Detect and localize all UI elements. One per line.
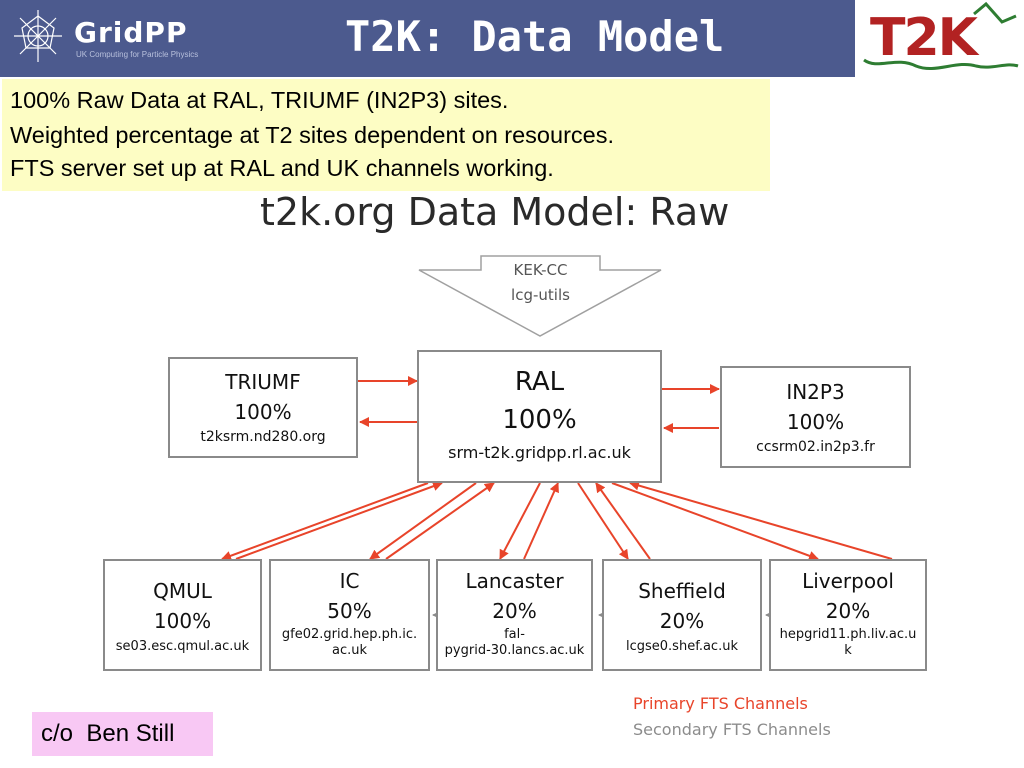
node-sheffield-name: Sheffield	[638, 579, 726, 603]
credit-box: c/o Ben Still	[32, 712, 213, 756]
legend-secondary: Secondary FTS Channels	[633, 720, 831, 739]
channel-qmul-to-ral	[235, 481, 443, 560]
node-liverpool-host-1: hepgrid11.ph.liv.ac.u	[779, 627, 917, 642]
header-bar: GridPP UK Computing for Particle Physics…	[0, 0, 855, 77]
node-triumf: TRIUMF 100% t2ksrm.nd280.org	[168, 357, 358, 458]
channel-ral-to-lancaster	[499, 482, 541, 560]
node-ic-percent: 50%	[327, 599, 372, 623]
source-arrow	[418, 255, 662, 337]
node-lancaster-name: Lancaster	[465, 569, 564, 593]
channel-sheffield-to-ral	[595, 482, 651, 560]
node-liverpool-percent: 20%	[825, 599, 871, 623]
node-lancaster-host-2: pygrid-30.lancs.ac.uk	[444, 643, 585, 658]
node-triumf-host: t2ksrm.nd280.org	[200, 429, 326, 445]
node-in2p3: IN2P3 100% ccsrm02.in2p3.fr	[720, 366, 911, 468]
node-liverpool-name: Liverpool	[802, 569, 894, 593]
node-sheffield: Sheffield 20% lcgse0.shef.ac.uk	[602, 559, 762, 671]
node-lancaster-percent: 20%	[492, 599, 537, 623]
gridpp-logo-tagline: UK Computing for Particle Physics	[76, 50, 199, 59]
note-line-1: 100% Raw Data at RAL, TRIUMF (IN2P3) sit…	[10, 87, 509, 113]
node-liverpool-host-2: k	[844, 643, 852, 658]
node-ral-percent: 100%	[502, 405, 577, 435]
node-in2p3-percent: 100%	[786, 410, 845, 434]
node-ic-name: IC	[339, 569, 360, 593]
node-lancaster-host-1: fal-	[504, 627, 525, 642]
legend-primary: Primary FTS Channels	[633, 694, 808, 713]
note-line-2: Weighted percentage at T2 sites dependen…	[10, 122, 615, 148]
gridpp-logo: GridPP UK Computing for Particle Physics	[10, 6, 240, 70]
channel-ral-to-liverpool	[611, 482, 819, 561]
node-sheffield-host: lcgse0.shef.ac.uk	[626, 639, 738, 654]
t2k-wave-icon	[863, 1, 1019, 71]
channel-lancaster-to-ral	[523, 482, 559, 560]
t2k-logo: T2K	[856, 0, 1024, 77]
node-in2p3-host: ccsrm02.in2p3.fr	[756, 439, 875, 455]
channel-liverpool-to-ral	[629, 480, 893, 560]
diagram-heading: t2k.org Data Model: Raw	[260, 190, 730, 234]
node-triumf-percent: 100%	[234, 400, 292, 424]
node-triumf-name: TRIUMF	[225, 370, 301, 394]
node-sheffield-percent: 20%	[659, 609, 705, 633]
node-qmul-name: QMUL	[153, 579, 212, 603]
node-lancaster: Lancaster 20% fal- pygrid-30.lancs.ac.uk	[436, 559, 593, 671]
node-liverpool: Liverpool 20% hepgrid11.ph.liv.ac.u k	[769, 559, 927, 671]
source-label: KEK-CC lcg-utils	[481, 258, 600, 308]
t2k-logo-text: T2K	[870, 8, 978, 68]
node-in2p3-name: IN2P3	[786, 380, 845, 404]
node-ic: IC 50% gfe02.grid.hep.ph.ic. ac.uk	[269, 559, 430, 671]
channel-ic-to-ral	[385, 482, 495, 560]
channel-ral-to-sheffield	[577, 482, 629, 560]
notes-box: 100% Raw Data at RAL, TRIUMF (IN2P3) sit…	[2, 79, 770, 191]
node-ral-name: RAL	[514, 367, 565, 397]
node-qmul: QMUL 100% se03.esc.qmul.ac.uk	[103, 559, 262, 671]
node-ral: RAL 100% srm-t2k.gridpp.rl.ac.uk	[417, 350, 662, 483]
gridpp-logo-text: GridPP	[74, 16, 188, 49]
source-name: KEK-CC	[513, 261, 568, 279]
node-ic-host-1: gfe02.grid.hep.ph.ic.	[281, 627, 418, 642]
note-line-3: FTS server set up at RAL and UK channels…	[10, 155, 554, 181]
node-ic-host-2: ac.uk	[331, 643, 367, 658]
node-ral-host: srm-t2k.gridpp.rl.ac.uk	[448, 443, 631, 462]
channel-ral-to-qmul	[221, 482, 429, 561]
node-qmul-host: se03.esc.qmul.ac.uk	[115, 639, 250, 654]
node-qmul-percent: 100%	[153, 609, 212, 633]
slide-title: T2K: Data Model	[345, 12, 725, 61]
gridpp-star-icon	[14, 10, 62, 62]
source-tool: lcg-utils	[511, 286, 570, 304]
channel-ral-to-ic	[369, 482, 477, 560]
